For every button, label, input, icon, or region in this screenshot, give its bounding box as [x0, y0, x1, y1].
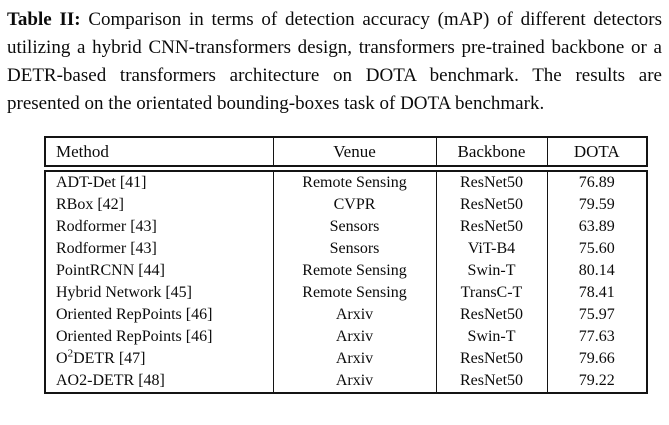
cell-dota: 79.66: [578, 350, 615, 367]
cell-venue: Arxiv: [273, 370, 437, 393]
cell-venue: Arxiv: [273, 326, 437, 348]
cell-venue: Sensors: [273, 238, 437, 260]
cell-venue: Arxiv: [273, 304, 437, 326]
cell-venue: Arxiv: [273, 348, 437, 370]
cell-dota: 75.60: [578, 240, 615, 257]
cell-method: O2DETR [47]: [45, 348, 274, 370]
table-row: AO2-DETR [48] Arxiv ResNet50 79.22: [45, 370, 647, 393]
table-row: Rodformer [43] Sensors ViT-B4 75.60: [45, 238, 647, 260]
table-row: Oriented RepPoints [46] Arxiv Swin-T 77.…: [45, 326, 647, 348]
results-table: Method Venue Backbone DOTA ADT-Det [41] …: [44, 136, 648, 394]
cell-method: Hybrid Network [45]: [45, 282, 274, 304]
cell-method: Oriented RepPoints [46]: [45, 304, 274, 326]
cell-method: Rodformer [43]: [45, 238, 274, 260]
col-header-method: Method: [45, 137, 274, 166]
cell-dota: 80.14: [578, 262, 615, 279]
table-row: Hybrid Network [45] Remote Sensing Trans…: [45, 282, 647, 304]
table-row: Rodformer [43] Sensors ResNet50 63.89: [45, 216, 647, 238]
table-row: O2DETR [47] Arxiv ResNet50 79.66: [45, 348, 647, 370]
table-header: Method Venue Backbone DOTA: [44, 136, 648, 167]
cell-method: RBox [42]: [45, 194, 274, 216]
cell-dota: 79.22: [578, 372, 615, 389]
cell-venue: Remote Sensing: [273, 282, 437, 304]
cell-method: PointRCNN [44]: [45, 260, 274, 282]
cell-method: AO2-DETR [48]: [45, 370, 274, 393]
cell-method: Rodformer [43]: [45, 216, 274, 238]
cell-dota: 78.41: [578, 284, 615, 301]
cell-method: ADT-Det [41]: [45, 171, 274, 194]
table-row: ADT-Det [41] Remote Sensing ResNet50 76.…: [45, 171, 647, 194]
cell-backbone: Swin-T: [436, 326, 548, 348]
cell-backbone: ViT-B4: [436, 238, 548, 260]
table-row: PointRCNN [44] Remote Sensing Swin-T 80.…: [45, 260, 647, 282]
header-row: Method Venue Backbone DOTA: [45, 137, 647, 166]
table-row: RBox [42] CVPR ResNet50 79.59: [45, 194, 647, 216]
col-header-dota: DOTA: [573, 141, 620, 161]
cell-backbone: ResNet50: [436, 304, 548, 326]
cell-dota: 77.63: [578, 328, 615, 345]
table-body: ADT-Det [41] Remote Sensing ResNet50 76.…: [44, 170, 648, 394]
method-tail: DETR [47]: [73, 350, 146, 367]
cell-venue: Sensors: [273, 216, 437, 238]
method-superscript: 2: [67, 348, 74, 360]
cell-dota: 75.97: [578, 306, 615, 323]
cell-venue: CVPR: [273, 194, 437, 216]
cell-backbone: ResNet50: [436, 370, 548, 393]
col-header-backbone: Backbone: [436, 137, 548, 166]
cell-backbone: ResNet50: [436, 216, 548, 238]
caption-label: Table II:: [7, 9, 81, 30]
cell-backbone: TransC-T: [436, 282, 548, 304]
table-row: Oriented RepPoints [46] Arxiv ResNet50 7…: [45, 304, 647, 326]
cell-backbone: Swin-T: [436, 260, 548, 282]
cell-dota: 79.59: [578, 196, 615, 213]
method-base: O: [56, 350, 68, 367]
cell-backbone: ResNet50: [436, 194, 548, 216]
cell-venue: Remote Sensing: [273, 171, 437, 194]
caption-text: Comparison in terms of detection accurac…: [7, 9, 663, 114]
table-caption: Table II: Comparison in terms of detecti…: [0, 0, 669, 118]
cell-dota: 76.89: [578, 174, 615, 191]
cell-method: Oriented RepPoints [46]: [45, 326, 274, 348]
cell-dota: 63.89: [578, 218, 615, 235]
col-header-venue: Venue: [273, 137, 437, 166]
cell-backbone: ResNet50: [436, 171, 548, 194]
cell-venue: Remote Sensing: [273, 260, 437, 282]
cell-backbone: ResNet50: [436, 348, 548, 370]
